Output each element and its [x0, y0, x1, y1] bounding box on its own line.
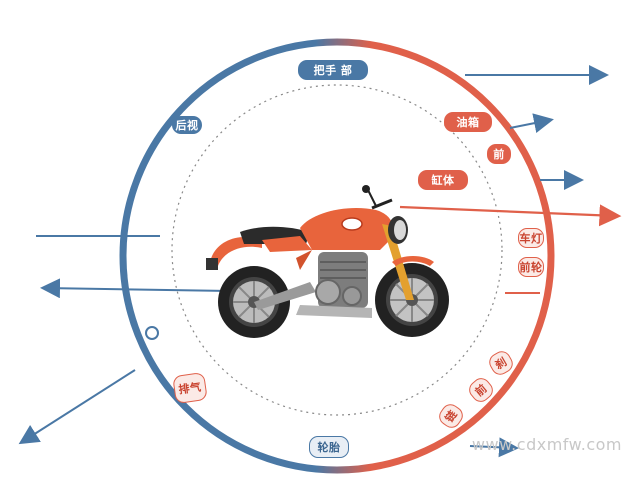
label-lower-left: 排气 [172, 371, 208, 405]
label-center-tag: 缸体 [418, 170, 468, 190]
arrow-right-1 [509, 113, 554, 133]
inner-dotted-ring [171, 84, 503, 416]
label-top: 把手 部 [298, 60, 368, 80]
arrow-left-2 [40, 278, 231, 299]
outer-ring [119, 38, 555, 474]
label-right-1: 油箱 [444, 112, 492, 132]
motorcycle-illustration [206, 185, 449, 338]
arrow-bottom-right [469, 437, 519, 458]
label-upper-left: 后视 [172, 116, 202, 134]
label-right-4: 前轮 [518, 257, 544, 277]
arrow-right-main [399, 204, 622, 227]
left-dot-marker [145, 326, 159, 340]
label-right-3: 车灯 [518, 228, 544, 248]
label-bottom: 轮胎 [309, 436, 349, 458]
arrow-lower-left [18, 369, 136, 445]
watermark: www.cdxmfw.com [471, 435, 622, 454]
label-right-2: 前 [487, 144, 511, 164]
